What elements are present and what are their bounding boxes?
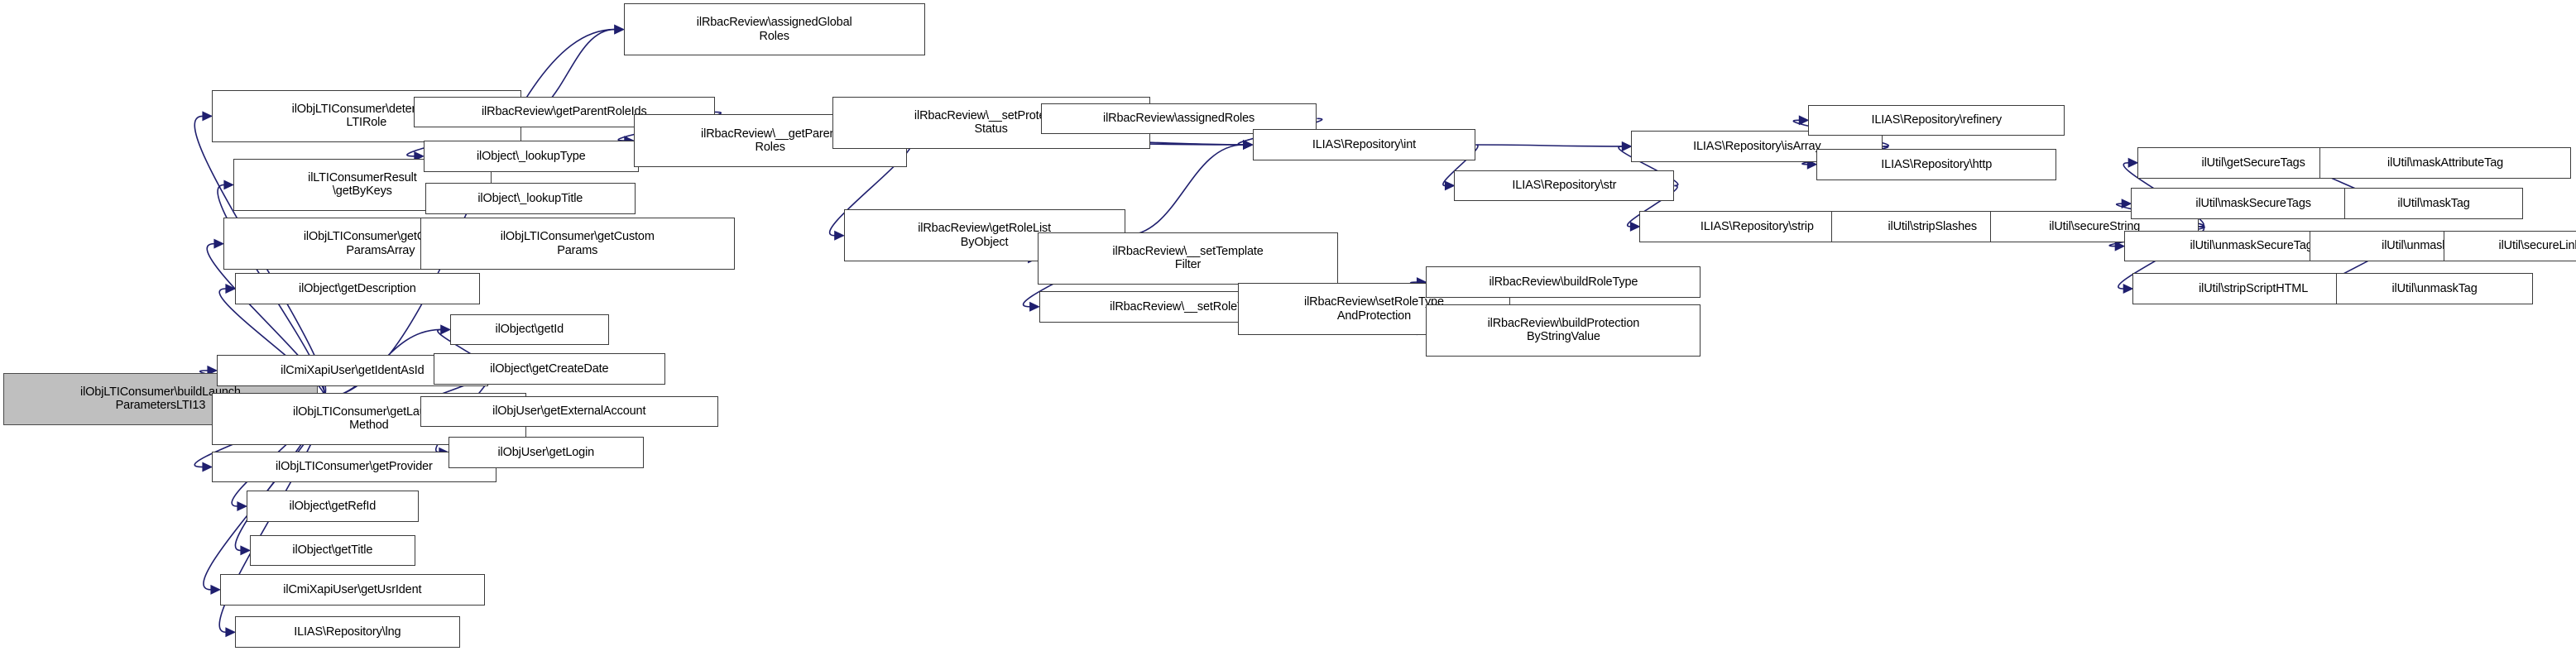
graph-node[interactable]: ilObject\getRefId: [246, 491, 419, 522]
graph-node[interactable]: ilObjUser\getLogin: [448, 436, 644, 468]
graph-node[interactable]: ilObjLTIConsumer\getLaunch Method: [211, 392, 526, 445]
graph-node[interactable]: ilObject\_lookupType: [423, 141, 639, 172]
graph-node[interactable]: ilRbacReview\buildRoleType: [1426, 266, 1701, 298]
graph-edge: [1125, 144, 1244, 237]
graph-node[interactable]: ilUtil\unmaskTag: [2336, 273, 2533, 304]
graph-edge-arrowhead: [1444, 180, 1456, 191]
graph-edge-arrowhead: [2123, 284, 2134, 294]
graph-node[interactable]: ilUtil\maskAttributeTag: [2319, 146, 2571, 179]
graph-edge-arrowhead: [1243, 140, 1254, 150]
graph-edge-arrowhead: [210, 584, 222, 595]
graph-node[interactable]: ilRbacReview\__setTemplate Filter: [1037, 232, 1339, 285]
graph-edge-arrowhead: [1621, 141, 1633, 151]
graph-node[interactable]: ilObject\getTitle: [249, 534, 415, 567]
graph-node[interactable]: ilObjUser\getExternalAccount: [420, 395, 718, 428]
graph-node[interactable]: ilUtil\stripScriptHTML: [2132, 273, 2375, 304]
graph-node[interactable]: ILIAS\Repository\refinery: [1808, 104, 2065, 136]
graph-edge-arrowhead: [1029, 301, 1040, 312]
graph-edge-arrowhead: [240, 545, 252, 556]
graph-edge-arrowhead: [223, 180, 235, 190]
graph-node[interactable]: ILIAS\Repository\lng: [234, 616, 460, 649]
graph-edge: [1442, 144, 1479, 187]
graph-edge-arrowhead: [2127, 157, 2139, 168]
graph-edge-arrowhead: [202, 111, 213, 122]
graph-edge-arrowhead: [614, 24, 625, 35]
graph-edge-arrowhead: [237, 501, 248, 511]
graph-edge: [1475, 144, 1623, 147]
graph-node[interactable]: ilUtil\maskSecureTags: [2131, 188, 2377, 219]
graph-node[interactable]: ilRbacReview\assignedGlobal Roles: [623, 2, 925, 56]
graph-node[interactable]: ilObject\getCreateDate: [433, 353, 665, 385]
graph-edge-arrowhead: [2114, 241, 2126, 251]
graph-node[interactable]: ilObjLTIConsumer\getCustom Params: [420, 217, 735, 270]
graph-node[interactable]: ilCmiXapiUser\getUsrIdent: [219, 574, 485, 606]
graph-node[interactable]: ilUtil\maskTag: [2344, 188, 2523, 219]
graph-node[interactable]: ilUtil\secureLink: [2444, 230, 2576, 262]
graph-edge: [1618, 146, 1679, 187]
graph-node[interactable]: ILIAS\Repository\http: [1816, 148, 2057, 180]
graph-node[interactable]: ilObject\getId: [449, 314, 609, 346]
graph-node[interactable]: ILIAS\Repository\int: [1252, 129, 1476, 160]
graph-edge-arrowhead: [1629, 221, 1641, 232]
graph-edge-arrowhead: [213, 238, 225, 249]
graph-edge-arrowhead: [225, 627, 237, 638]
graph-edge: [206, 242, 326, 400]
graph-edge-arrowhead: [1798, 115, 1810, 126]
graph-edge-arrowhead: [1806, 159, 1818, 170]
graph-edge: [1627, 184, 1678, 227]
graph-edge-arrowhead: [414, 151, 425, 161]
graph-edge-arrowhead: [225, 284, 237, 294]
graph-node[interactable]: ilRbacReview\buildProtection ByStringVal…: [1426, 304, 1701, 357]
graph-edge-arrowhead: [2121, 199, 2132, 209]
graph-edge-arrowhead: [440, 324, 451, 335]
graph-node[interactable]: ilObject\_lookupTitle: [425, 183, 636, 215]
graph-edge-arrowhead: [834, 230, 845, 241]
graph-node[interactable]: ilObject\getDescription: [234, 273, 480, 304]
graph-node[interactable]: ilRbacReview\assignedRoles: [1040, 103, 1317, 135]
graph-edge-arrowhead: [207, 365, 218, 376]
graph-node[interactable]: ILIAS\Repository\str: [1454, 170, 1675, 202]
graph-edge-arrowhead: [202, 462, 213, 472]
